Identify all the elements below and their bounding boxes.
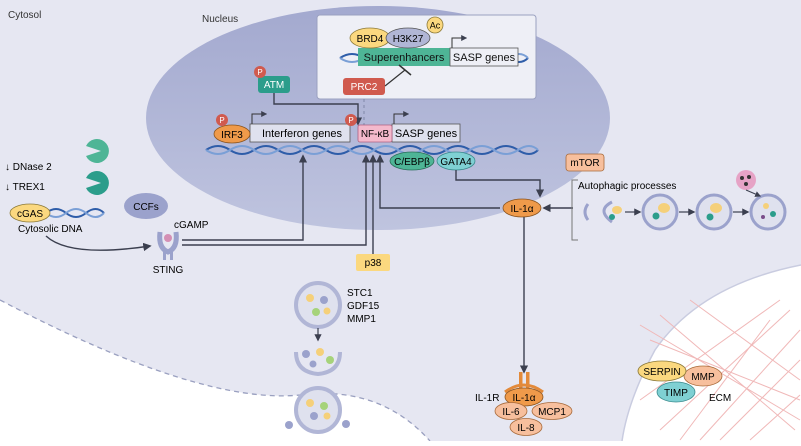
- ecm-label: ECM: [709, 393, 731, 404]
- p38-label: p38: [365, 258, 382, 269]
- gata4-to-il1a-arrow: [455, 170, 545, 198]
- cgamp-label: cGAMP: [174, 220, 209, 231]
- sting-to-nfkb-arrow: [182, 154, 371, 246]
- sasp-genes-label: SASP genes: [395, 128, 458, 140]
- sasp-genes-top-box: [449, 47, 519, 67]
- interferon-transcription-arrow: [251, 111, 268, 124]
- cebpb-protein: [389, 151, 435, 171]
- released-vesicle: [285, 386, 350, 434]
- sting-to-irf3-arrow: [182, 154, 308, 241]
- mmp-protein: [683, 365, 723, 387]
- prc2-box: [343, 78, 385, 95]
- cgas-to-sting-arrow: [45, 235, 152, 252]
- mcp1-protein: [531, 402, 573, 420]
- ccfs-blob: [124, 193, 168, 219]
- il1a-bound-label: IL-1α: [512, 393, 535, 404]
- sasp-top-transcription-arrow: [451, 35, 468, 48]
- mtor-label: mTOR: [570, 158, 599, 169]
- sasp-transcription-arrow: [393, 111, 410, 124]
- cgas-protein: [9, 203, 51, 223]
- cgas-label: cGAS: [17, 209, 43, 220]
- irf3-phospho: [216, 114, 228, 126]
- irf3-label: IRF3: [221, 130, 243, 141]
- timp-label: TIMP: [664, 388, 688, 399]
- nfkb-phospho: [345, 114, 357, 126]
- timp-protein: [656, 381, 696, 403]
- cytosolic-dna-strand: [45, 208, 105, 218]
- trex1-label: ↓ TREX1: [5, 182, 45, 193]
- dnase2-label: ↓ DNase 2: [5, 162, 52, 173]
- mcp1-label: MCP1: [538, 407, 566, 418]
- atm-phospho: [254, 66, 266, 78]
- prc2-label: PRC2: [351, 82, 378, 93]
- mtor-box: [565, 153, 605, 172]
- vesicle-content-gdf15: GDF15: [347, 301, 380, 312]
- nfkb-label: NF-κB: [361, 129, 390, 140]
- nfkb-phospho-label: P: [348, 116, 353, 125]
- brd4-label: BRD4: [357, 34, 384, 45]
- p38-box: [356, 254, 390, 271]
- autophagic-label: Autophagic processes: [578, 181, 676, 192]
- mmp-label: MMP: [691, 372, 715, 383]
- sasp-genes-top-label: SASP genes: [453, 52, 516, 64]
- il8-protein: [509, 418, 543, 436]
- il1a-label: IL-1α: [510, 204, 533, 215]
- serpin-protein: [637, 360, 687, 382]
- irf3-protein: [213, 124, 251, 144]
- atm-to-nfkb-arrow: [273, 93, 363, 126]
- cell-membrane-dashed: [0, 299, 431, 442]
- autophagy-bracket: [571, 179, 578, 241]
- autophagy-sequence: [583, 170, 787, 231]
- il6-label: IL-6: [502, 407, 520, 418]
- nucleus-label: Nucleus: [202, 14, 238, 25]
- prc2-inhibition-bar: [398, 64, 412, 76]
- atm-box: [258, 76, 290, 93]
- il8-label: IL-8: [517, 423, 535, 434]
- il1a-to-nfkb-arrow: [375, 154, 500, 209]
- cytosol-label: Cytosol: [8, 10, 41, 21]
- atm-label: ATM: [264, 80, 284, 91]
- acetyl-label: Ac: [430, 21, 441, 31]
- acetyl-badge: [426, 16, 444, 34]
- ccfs-label: CCFs: [133, 202, 159, 213]
- superenhancers-label: Superenhancers: [364, 52, 445, 64]
- superenhancers-box: [358, 48, 450, 66]
- vesicle-content-stc1: STC1: [347, 288, 373, 299]
- interferon-genes-label: Interferon genes: [262, 128, 343, 140]
- secretory-vesicle: [294, 281, 342, 329]
- irf3-phospho-label: P: [219, 116, 224, 125]
- trex1-pacman-icon: [86, 171, 109, 195]
- vesicle-content-mmp1: MMP1: [347, 314, 376, 325]
- dnase2-pacman-icon: [86, 138, 109, 163]
- sting-receptor: [157, 231, 179, 260]
- atm-phospho-label: P: [257, 68, 262, 77]
- ecm-fibers: [639, 299, 801, 441]
- nuclear-dna: [205, 145, 539, 155]
- fusing-vesicle: [294, 348, 342, 377]
- gata4-label: GATA4: [440, 157, 472, 168]
- vesicle-cargo: [306, 294, 331, 316]
- h3k27-protein: [385, 27, 431, 49]
- cell-membrane-right: [621, 264, 801, 442]
- il6-protein: [494, 402, 528, 420]
- cebpb-label: C/EBPβ: [394, 157, 430, 168]
- cytosolic-dna-label: Cytosolic DNA: [18, 224, 83, 235]
- nfkb-box: [357, 124, 393, 143]
- prc2-inhibition-line: [384, 69, 406, 87]
- serpin-label: SERPIN: [643, 367, 680, 378]
- il1r-receptor: [504, 372, 544, 394]
- h3k27-label: H3K27: [393, 34, 424, 45]
- il1r-label: IL-1R: [475, 393, 499, 404]
- il1a-protein: [502, 198, 542, 218]
- sting-label: STING: [153, 265, 184, 276]
